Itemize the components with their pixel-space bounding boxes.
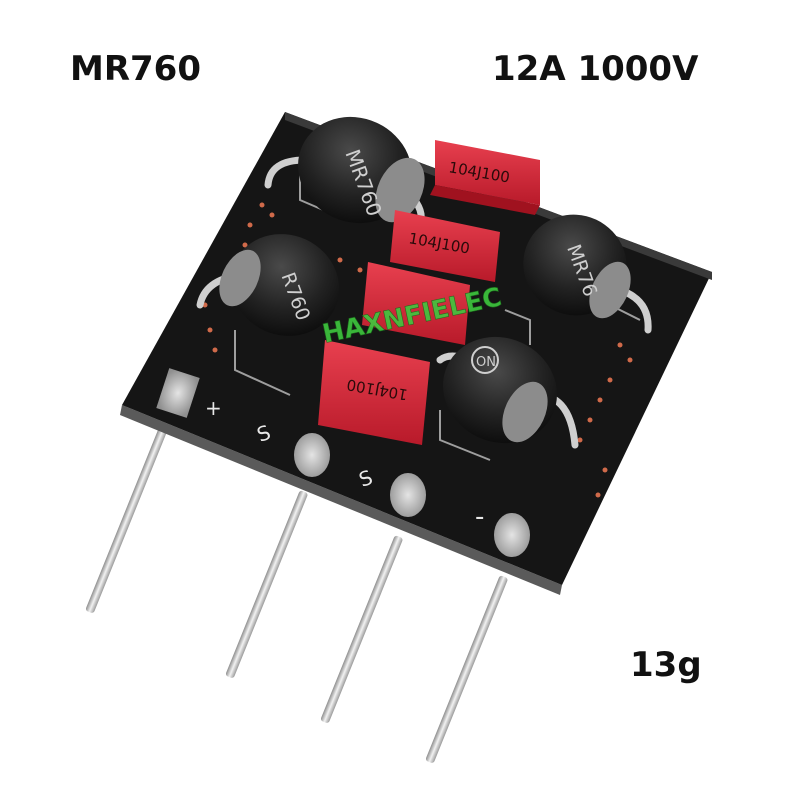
pin-ac2	[320, 535, 403, 723]
diode-logo: ON	[476, 355, 496, 370]
pad-plus	[156, 368, 200, 418]
pad-minus	[494, 513, 530, 557]
pad-label-plus: +	[205, 396, 222, 420]
diode-top-left: MR760	[298, 116, 425, 224]
capacitor-middle: 104J100	[390, 210, 500, 282]
pin-minus	[425, 575, 508, 763]
pin-ac1	[225, 490, 308, 678]
capacitor-bottom: 104J100	[318, 340, 430, 445]
pad-ac2	[390, 473, 426, 517]
pin-plus	[85, 425, 168, 613]
diode-middle-left: R760	[219, 234, 340, 336]
weight-caption: 13g	[630, 645, 702, 685]
on-logo	[471, 346, 499, 374]
pins	[85, 425, 508, 763]
capacitor-top: 104J100	[430, 140, 540, 215]
pad-label-minus: -	[475, 502, 484, 532]
capacitor-lower	[362, 262, 470, 345]
diode-right: MR76	[523, 214, 631, 319]
rating-caption: 12A 1000V	[492, 49, 699, 89]
model-caption: MR760	[70, 49, 201, 89]
diode-bottom: ON	[443, 336, 557, 444]
pad-ac1	[294, 433, 330, 477]
solder-pads	[156, 368, 530, 557]
